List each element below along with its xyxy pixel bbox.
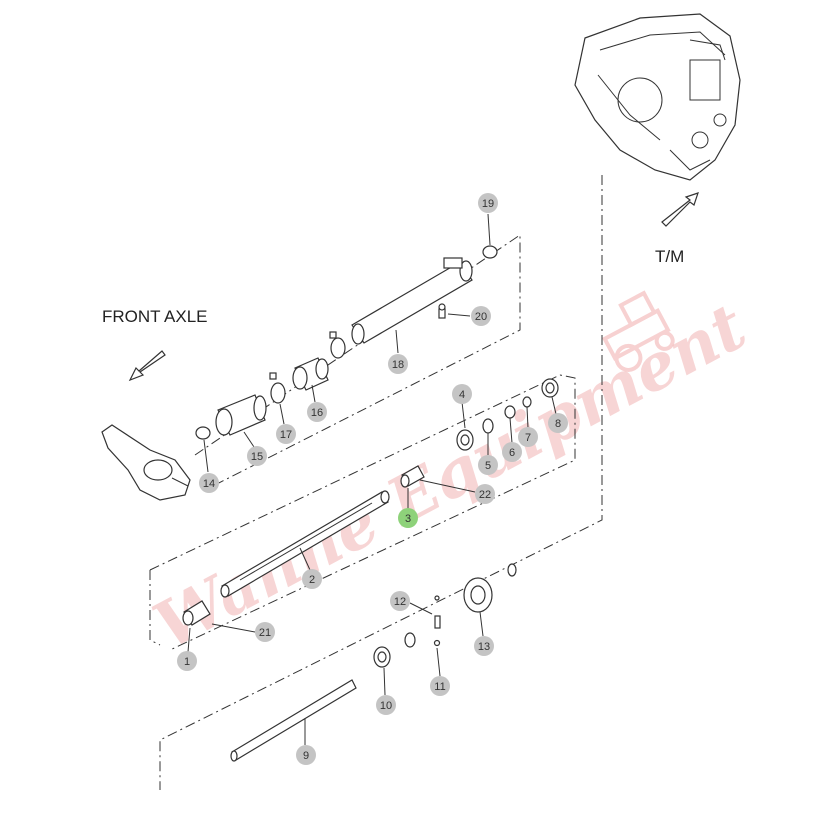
ball-11	[433, 639, 441, 647]
callout-21: 21	[255, 622, 275, 642]
o-ring-10b	[404, 632, 416, 648]
callout-13: 13	[474, 636, 494, 656]
assembly-boundaries	[149, 175, 603, 790]
svg-text:9: 9	[303, 750, 309, 762]
callout-11: 11	[430, 676, 450, 696]
svg-text:15: 15	[251, 451, 263, 463]
bearing-10	[373, 646, 391, 668]
callout-12: 12	[390, 591, 410, 611]
shaft-9	[230, 679, 357, 762]
front-axle-label: FRONT AXLE	[102, 307, 208, 326]
o-ring-14	[195, 426, 211, 440]
washer-6	[504, 405, 516, 419]
svg-text:16: 16	[311, 407, 323, 419]
callout-3: 3	[398, 508, 418, 528]
leader-lines	[187, 213, 557, 745]
svg-text:18: 18	[392, 359, 404, 371]
callout-8: 8	[548, 413, 568, 433]
callout-7: 7	[518, 427, 538, 447]
seal-8	[541, 378, 559, 398]
callout-15: 15	[247, 446, 267, 466]
callout-10: 10	[376, 695, 396, 715]
tube-18	[351, 257, 473, 345]
o-ring-5	[482, 418, 494, 434]
svg-text:2: 2	[309, 574, 315, 586]
callout-9: 9	[296, 745, 316, 765]
clamp-17	[270, 382, 286, 404]
svg-text:14: 14	[203, 478, 215, 490]
callout-2: 2	[302, 569, 322, 589]
svg-text:17: 17	[280, 429, 292, 441]
steering-knuckle	[101, 424, 191, 501]
svg-text:12: 12	[394, 596, 406, 608]
watermark: Wanne Equipment	[142, 289, 758, 664]
callout-1: 1	[177, 651, 197, 671]
boot-16	[292, 357, 329, 391]
callout-22: 22	[475, 484, 495, 504]
coupling-15	[215, 394, 267, 436]
clamp-screw-17b	[329, 331, 337, 339]
bearing-4	[456, 429, 474, 451]
callout-19: 19	[478, 193, 498, 213]
svg-text:7: 7	[525, 432, 531, 444]
svg-text:13: 13	[478, 641, 490, 653]
transmission-housing	[574, 13, 741, 181]
watermark-text: Wanne Equipment	[142, 289, 758, 664]
callout-18: 18	[388, 354, 408, 374]
shaft-2	[220, 490, 390, 598]
ball-12	[434, 595, 440, 601]
callout-14: 14	[199, 473, 219, 493]
callout-5: 5	[478, 455, 498, 475]
sleeve-1	[182, 600, 211, 626]
svg-text:22: 22	[479, 489, 491, 501]
front-axle-arrow-icon	[128, 350, 166, 382]
svg-text:3: 3	[405, 513, 411, 525]
svg-text:19: 19	[482, 198, 494, 210]
transmission-label: T/M	[655, 247, 684, 266]
transmission-arrow-icon	[661, 192, 699, 227]
clamp-screw-17	[269, 372, 277, 380]
o-ring-13b	[507, 563, 517, 577]
clamp-17b	[330, 337, 346, 359]
spring-12	[434, 615, 441, 629]
grease-nipple-20	[438, 303, 446, 319]
callout-6: 6	[502, 442, 522, 462]
callout-16: 16	[307, 402, 327, 422]
svg-text:1: 1	[184, 656, 190, 668]
svg-text:21: 21	[259, 627, 271, 639]
svg-text:20: 20	[475, 311, 487, 323]
callout-4: 4	[452, 384, 472, 404]
o-ring-19	[482, 245, 498, 259]
sleeve-22	[400, 465, 425, 488]
svg-text:11: 11	[434, 681, 445, 693]
gear-13	[463, 577, 493, 613]
svg-text:4: 4	[459, 389, 465, 401]
svg-text:8: 8	[555, 418, 561, 430]
callout-17: 17	[276, 424, 296, 444]
svg-text:5: 5	[485, 460, 491, 472]
snap-ring-7	[522, 396, 532, 408]
callout-20: 20	[471, 306, 491, 326]
svg-text:6: 6	[509, 447, 515, 459]
svg-text:10: 10	[380, 700, 392, 712]
watermark-tractor-icon	[601, 290, 675, 372]
